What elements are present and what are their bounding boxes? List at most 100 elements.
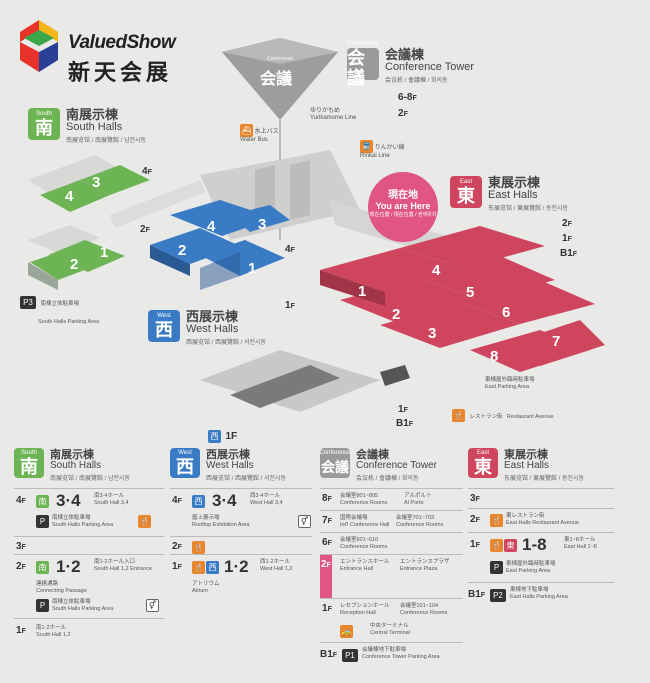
dir-south-4f-halls: 3·4 xyxy=(56,491,81,510)
south-hall-3: 3 xyxy=(92,174,101,191)
east-hall-7-block xyxy=(520,320,605,366)
conference-title-sub: 会议栋 / 會議棟 / 회의동 xyxy=(385,78,448,84)
parking-icon: P xyxy=(490,561,503,574)
south-hall-3-block xyxy=(80,165,150,195)
south-hall-icon: 南 xyxy=(36,495,49,508)
east-title-sub: 东展览馆 / 東展覽館 / 동전시동 xyxy=(488,206,569,212)
dir-south-2f-halls: 1·2 xyxy=(56,557,81,576)
valuedshow-logo-icon xyxy=(20,20,58,72)
south-floor-2: 2F xyxy=(140,224,150,235)
west-title-en: West Halls xyxy=(186,323,239,335)
east-floor-1: 1F xyxy=(562,233,572,244)
ferry-icon: ⛴ xyxy=(240,124,253,137)
west-lower-badge: 西 1F xyxy=(208,426,237,444)
restaurant-icon: 🍴 xyxy=(490,539,503,552)
parking-icon: P2 xyxy=(490,589,506,602)
south-title-jp: 南展示棟 xyxy=(66,107,119,122)
south-hall-1-block xyxy=(48,240,125,272)
conference-title-en: Conference Tower xyxy=(385,61,475,73)
west-hall-2: 2 xyxy=(178,242,187,259)
west-hall-1-block xyxy=(200,240,285,276)
east-hall-7: 7 xyxy=(552,333,561,350)
parking-icon: P xyxy=(36,515,49,528)
dir-south-title-en: South Halls xyxy=(50,460,102,471)
west-title-sub: 西展览馆 / 西展覽館 / 서전시동 xyxy=(186,340,267,346)
dir-east-3f-row: 3F xyxy=(468,488,614,509)
connecting-passage xyxy=(110,180,205,228)
east-hall-8: 8 xyxy=(490,348,499,365)
restaurant-icon: 🍴 xyxy=(138,515,151,528)
dir-east-title-en: East Halls xyxy=(504,460,550,471)
east-floor-b1: B1F xyxy=(560,248,578,259)
south-title-en: South Halls xyxy=(66,121,123,133)
dir-west-title-en: West Halls xyxy=(206,460,254,471)
dir-conf-title-en: Conference Tower xyxy=(356,460,437,471)
west-hall-4: 4 xyxy=(207,218,216,235)
conference-title-jp: 会議棟 xyxy=(385,47,425,62)
east-hall-1: 1 xyxy=(358,283,367,300)
parking-icon: P xyxy=(36,599,49,612)
east-title-en: East Halls xyxy=(488,189,538,201)
west-title-jp: 西展示棟 xyxy=(186,309,239,324)
south-hall-2-block xyxy=(30,252,90,280)
conference-floor-6-8: 6-8F xyxy=(398,92,417,103)
brand-name-cn: 新天会展 xyxy=(68,60,173,85)
dir-west-title-jp: 西展示棟 xyxy=(206,449,250,461)
east-hall-6: 6 xyxy=(502,304,511,321)
dir-conf-title-sub: 会议栋 / 會議棟 / 회의동 xyxy=(356,476,419,482)
east-hall-4-block xyxy=(400,226,545,268)
parking-icon: P3 xyxy=(20,296,36,309)
conference-floor-2: 2F xyxy=(398,108,408,119)
dir-east-title-jp: 東展示棟 xyxy=(504,449,548,461)
restroom-icon: ⚥ xyxy=(298,515,311,528)
lower-floor-b1: B1F xyxy=(396,418,414,429)
venue-map xyxy=(28,38,605,412)
west-hall-2-block xyxy=(150,228,240,264)
west-floor-4: 4F xyxy=(285,244,295,255)
east-hall-3-block xyxy=(380,302,520,348)
brand-name-en: ValuedShow xyxy=(68,32,176,53)
east-hall-6-block xyxy=(460,280,595,324)
dir-conf-title-jp: 会議棟 xyxy=(356,449,389,461)
south-hall-2: 2 xyxy=(70,256,79,273)
west-hall-1: 1 xyxy=(248,260,257,277)
east-hall-icon: 東 xyxy=(504,539,517,552)
east-hall-2: 2 xyxy=(392,306,401,323)
south-hall-icon: 南 xyxy=(36,561,49,574)
east-title-jp: 東展示棟 xyxy=(488,175,541,190)
dir-south-3f-row: 3F xyxy=(14,536,164,555)
restaurant-icon: 🍴 xyxy=(490,514,503,527)
west-hall-icon: 西 xyxy=(206,561,219,574)
east-hall-3: 3 xyxy=(428,325,437,342)
dir-south-title-jp: 南展示棟 xyxy=(50,449,94,461)
west-hall-4-block xyxy=(170,200,275,236)
restroom-icon: ⚥ xyxy=(146,599,159,612)
dir-south-title-sub: 南展览馆 / 南展覽館 / 남전시동 xyxy=(50,476,131,482)
